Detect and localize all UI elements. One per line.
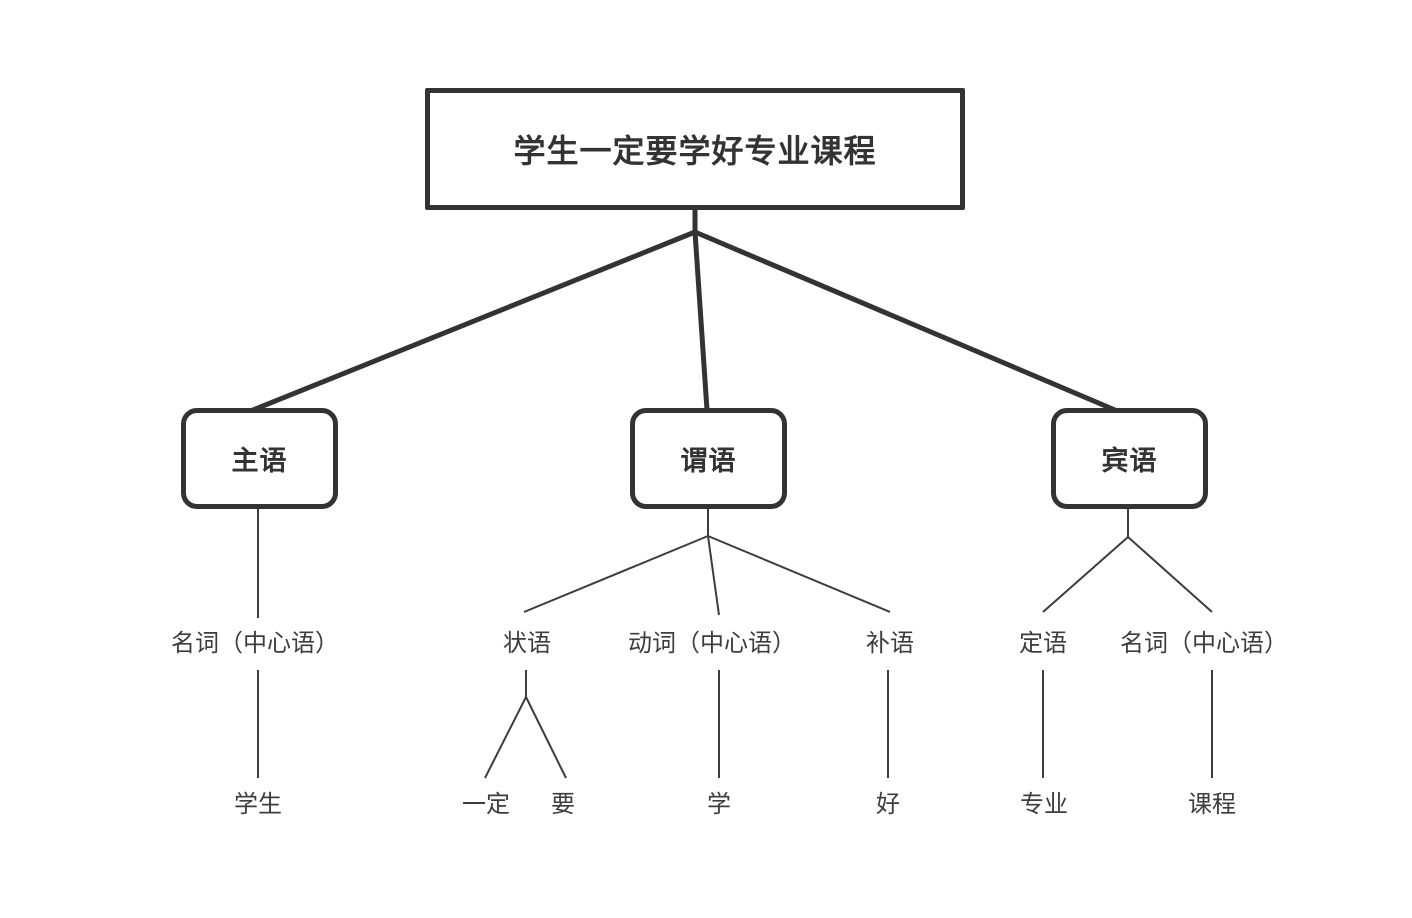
node-subject: 主语 bbox=[181, 408, 338, 509]
node-subject-label: 主语 bbox=[231, 446, 288, 476]
root-sentence-box: 学生一定要学好专业课程 bbox=[425, 88, 965, 210]
edge-root-subject bbox=[250, 229, 698, 413]
label-verb-head: 动词（中心语） bbox=[628, 630, 796, 657]
root-sentence-label: 学生一定要学好专业课程 bbox=[513, 133, 877, 169]
edge-root-object bbox=[692, 229, 1118, 413]
node-object: 宾语 bbox=[1051, 408, 1208, 509]
label-complement: 补语 bbox=[866, 630, 914, 657]
leaf-word-hao: 好 bbox=[876, 791, 900, 818]
leaf-word-zhuanye: 专业 bbox=[1020, 791, 1068, 818]
edge-predicate-adverbial bbox=[523, 535, 709, 613]
edge-object-attributive bbox=[1042, 536, 1129, 613]
edge-object-nounhead bbox=[1127, 536, 1213, 613]
leaf-word-yiding: 一定 bbox=[462, 791, 510, 818]
edge-root-predicate bbox=[692, 229, 710, 413]
edge-adverbial-yao bbox=[525, 696, 567, 779]
leaf-word-xue: 学 bbox=[707, 791, 731, 818]
edge-predicate-complement bbox=[707, 535, 891, 613]
label-attributive: 定语 bbox=[1019, 630, 1067, 657]
node-predicate-label: 谓语 bbox=[680, 446, 737, 476]
leaf-word-yao: 要 bbox=[551, 791, 575, 818]
node-object-label: 宾语 bbox=[1101, 446, 1158, 476]
leaf-word-xuesheng: 学生 bbox=[234, 791, 282, 818]
edge-adverbial-yiding bbox=[484, 696, 527, 779]
leaf-word-kecheng: 课程 bbox=[1188, 791, 1236, 818]
label-adverbial: 状语 bbox=[503, 630, 551, 657]
label-noun-head-object: 名词（中心语） bbox=[1120, 630, 1288, 657]
node-predicate: 谓语 bbox=[630, 408, 787, 509]
label-noun-head-subject: 名词（中心语） bbox=[171, 630, 339, 657]
edge-predicate-verbhead bbox=[707, 535, 720, 616]
